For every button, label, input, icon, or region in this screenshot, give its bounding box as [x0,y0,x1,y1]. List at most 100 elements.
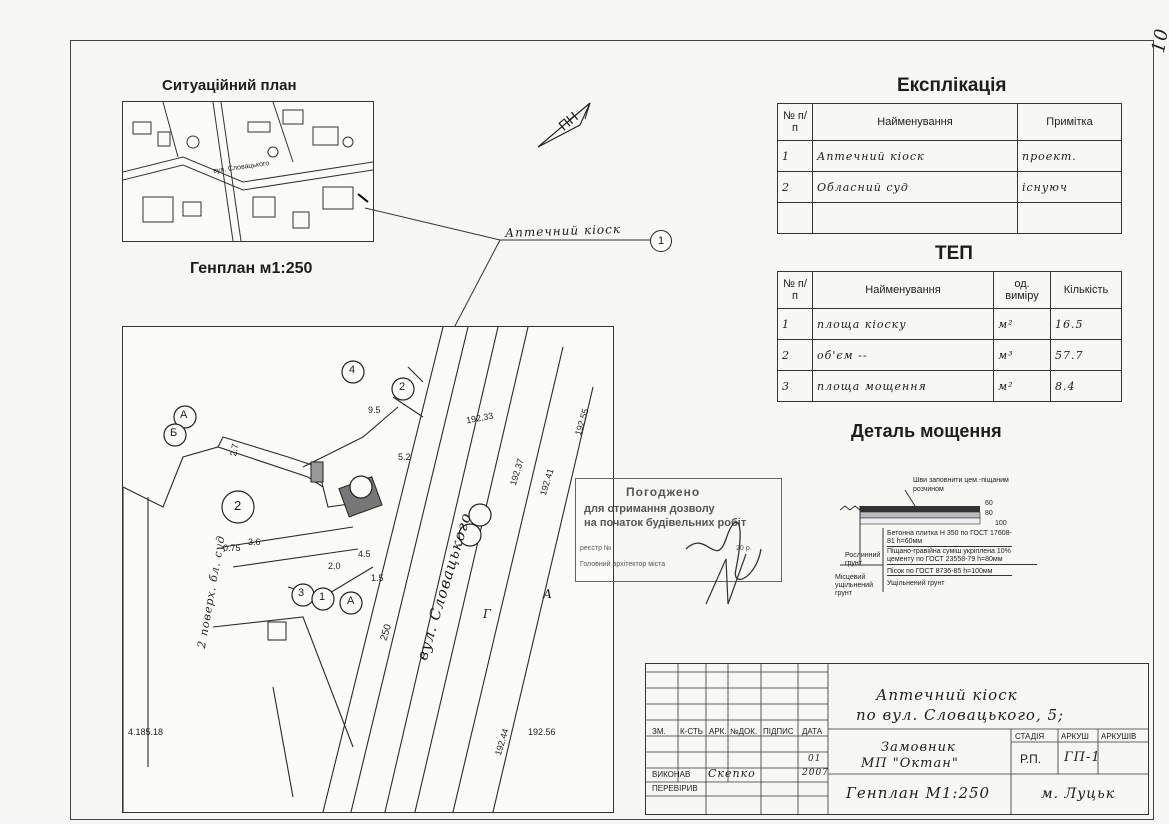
paving-dim-1: 60 [985,500,993,507]
tep-cell: 57.7 [1050,339,1122,371]
stamp-line-2: для отримання дозволу [584,503,715,515]
north-arrow-icon [537,102,591,148]
tb-col-header: К-СТЬ [680,727,703,736]
explication-header-note: Примітка [1017,103,1122,141]
genplan-title: Генплан м1:250 [190,260,313,277]
tep-table: № п/п Найменування од. виміру Кількість … [777,271,1122,402]
plan-zone-label: 2 [234,498,242,513]
tep-title: ТЕП [935,243,973,264]
tb-date-2: 2007 [802,768,829,778]
explication-cell: існуюч [1017,171,1122,203]
tep-header-qty: Кількість [1050,271,1122,309]
signature-icon [685,521,762,605]
tep-cell: площа кіоску [812,308,994,340]
tb-role-executor: ВИКОНАВ [652,770,691,779]
plan-axis-3: 3 [298,587,305,599]
stamp-line-4: реєстр № [580,545,612,552]
table-row: 3 площа мощення м² 8.4 [777,370,1122,402]
explication-header-name: Найменування [812,103,1018,141]
paving-layer-1: Бетонна плитка Н 350 по ГОСТ 17608-81 h=… [887,530,1012,547]
title-block-grid [646,664,1148,814]
paving-layer-3: Пісок по ГОСТ 8736-85 h=100мм [887,568,1012,576]
kiosk-callout-number: 1 [650,230,672,252]
plan-label-g: Г [483,607,492,621]
tep-cell: 3 [777,370,813,402]
tb-project-line-2: по вул. Словацького, 5; [856,706,1065,724]
paving-dim-2: 80 [985,510,993,517]
explication-cell [812,202,1018,234]
paving-section-icon [839,489,981,592]
table-row: 2 Обласний суд існуюч [777,171,1122,203]
plan-label-a: А [543,587,554,601]
plan-dim: 1.5 [371,573,384,583]
stamp-year: 20 р. [736,545,752,552]
tb-sheet-header: АРКУШ [1061,732,1089,741]
tb-executor-name: Скепко [708,767,756,780]
tep-cell: 2 [777,339,813,371]
plan-dim: 2.0 [328,561,341,571]
tb-col-header: АРК. [709,727,727,736]
tb-customer-line-2: МП "Октан" [861,756,959,771]
plan-dim: 2.7 [228,442,241,458]
table-row [777,202,1122,234]
explication-cell: 1 [777,140,813,172]
tep-cell: м² [993,308,1051,340]
approval-stamp: Погоджено для отримання дозволу на почат… [575,478,782,605]
tb-date-1: 01 [808,754,822,764]
table-row: 1 Аптечний кіоск проект. [777,140,1122,172]
tb-role-checker: ПЕРЕВІРИВ [652,784,698,793]
explication-title: Експлікація [897,75,1007,96]
plan-dim: 4.5 [358,549,371,559]
explication-cell [777,202,813,234]
tep-cell: м³ [993,339,1051,371]
plan-axis-4: 4 [349,364,356,376]
plan-dim: 5.2 [398,452,411,462]
tep-cell: 1 [777,308,813,340]
explication-header-n: № п/п [777,103,813,141]
paving-layer-2: Піщано-гравійна суміш укріплена 10% цеме… [887,548,1037,565]
explication-cell: проект. [1017,140,1122,172]
situation-plan-drawing [123,102,373,241]
plan-level: 192.56 [528,727,556,737]
site-plan: А Б 4 2 3 1 А 2 вул. Словацького 2 повер… [122,326,614,813]
title-block: ЗМ. К-СТЬ АРК. №ДОК. ПІДПИС ДАТА ВИКОНАВ… [645,663,1149,815]
tb-customer-line-1: Замовник [881,740,956,755]
situation-plan-map: вул. Словацького [122,101,374,242]
plan-axis-2: 2 [399,381,406,393]
tep-cell: об'єм -- [812,339,994,371]
drawing-frame [70,40,1154,820]
plan-level: 4.185.18 [128,727,164,737]
paving-layer-4: Ущільнений грунт [887,580,945,587]
plan-dim: 0.75 [223,543,241,553]
tep-cell: 8.4 [1050,370,1122,402]
paving-detail-drawing: Шви заповнити цем.-піщаним розчином 60 8… [835,470,1045,597]
tb-col-header: №ДОК. [730,727,758,736]
tb-col-header: ЗМ. [652,727,666,736]
tb-col-header: ДАТА [802,727,823,736]
stamp-line-1: Погоджено [626,485,701,499]
tep-cell: площа мощення [812,370,994,402]
plan-axis-1: 1 [319,591,326,603]
explication-cell: 2 [777,171,813,203]
tep-header-unit: од. виміру [993,271,1051,309]
north-arrow: ПН [530,95,600,155]
table-row: 1 площа кіоску м² 16.5 [777,308,1122,340]
paving-top-note: Шви заповнити цем.-піщаним розчином [913,477,1009,493]
tep-cell: 16.5 [1050,308,1122,340]
tb-sheet: ГП-1 [1064,750,1101,765]
tep-header-n: № п/п [777,271,813,309]
explication-cell [1017,202,1122,234]
tb-stage: Р.П. [1020,752,1042,766]
paving-dim-3: 100 [995,520,1007,527]
tep-header-name: Найменування [812,271,994,309]
paving-left-label-2: Місцевий ущільнений грунт [835,574,873,597]
paving-left-label-1: Рослинний грунт [845,552,881,567]
explication-table: № п/п Найменування Примітка 1 Аптечний к… [777,103,1122,234]
explication-cell: Аптечний кіоск [812,140,1018,172]
plan-axis-b: Б [170,427,178,439]
plan-dim: 3.6 [248,537,261,547]
explication-cell: Обласний суд [812,171,1018,203]
site-plan-drawing [123,327,594,812]
tb-city: м. Луцьк [1041,786,1116,802]
stamp-line-5: Головний архітектор міста [580,561,666,568]
